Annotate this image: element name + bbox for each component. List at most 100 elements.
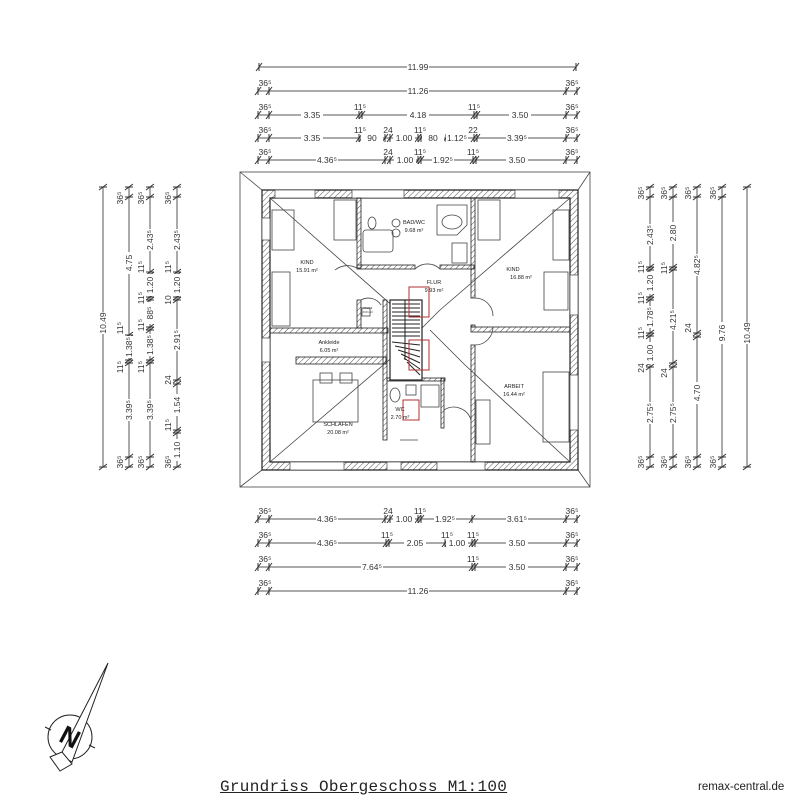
room-name: SCHLAFEN: [323, 422, 352, 428]
dimension-label: 11⁵: [163, 261, 173, 273]
dimension-label: 4.21⁵: [668, 310, 678, 330]
dimension-label: 3.39⁵: [124, 400, 134, 420]
dimension-label: 11⁵: [136, 361, 146, 373]
room-name: KIND: [506, 267, 519, 273]
dimension-label: 11⁵: [636, 327, 646, 339]
dimension-label: 11⁵: [354, 125, 366, 135]
dimension-label: 36⁵: [136, 456, 146, 469]
dimension-label: 90: [367, 133, 377, 143]
dimension-label: 11⁵: [468, 102, 480, 112]
dimension-label: 3.50: [512, 110, 529, 120]
dimension-label: 36⁵: [566, 578, 579, 588]
dimension-label: 36⁵: [683, 187, 693, 200]
dimension-label: 36⁵: [636, 456, 646, 469]
dimension-label: 3.35: [304, 133, 321, 143]
dimension-label: 36⁵: [659, 187, 669, 200]
dimension-label: 1.92⁵: [435, 514, 455, 524]
dimension-label: 36⁵: [566, 78, 579, 88]
exterior-walls: [261, 189, 579, 471]
dimension-label: 36⁵: [566, 125, 579, 135]
room-name: FLUR: [427, 280, 441, 286]
dimension-label: 24: [383, 147, 393, 157]
room-area: 20.08 m²: [327, 430, 349, 436]
dimension-label: 36⁵: [163, 192, 173, 205]
dimension-label: 11⁵: [636, 261, 646, 273]
dimension-label: 4.36⁵: [317, 514, 337, 524]
dimension-label: 11⁵: [163, 419, 173, 431]
room-area: 16.44 m²: [503, 392, 525, 398]
dimension-label: 11.26: [408, 586, 429, 596]
dimension-label: 36⁵: [259, 530, 272, 540]
dimension-label: 4.36⁵: [317, 155, 337, 165]
dimension-label: 7.64⁵: [362, 562, 382, 572]
dimension-label: 1.20: [172, 276, 182, 293]
dimension-label: 2.80: [668, 224, 678, 241]
dimension-chains: 11.9936⁵11.2636⁵36⁵3.3511⁵4.1811⁵3.5036⁵…: [98, 62, 752, 596]
dimension-label: 24: [383, 506, 393, 516]
dimension-label: 1.20: [645, 274, 655, 291]
dimension-label: 36⁵: [708, 187, 718, 200]
dimension-label: 11⁵: [115, 361, 125, 373]
dimension-label: 1.78⁵: [645, 307, 655, 327]
dimension-label: 11⁵: [467, 554, 479, 564]
dimension-label: 11⁵: [136, 292, 146, 304]
dimension-label: 11⁵: [136, 319, 146, 331]
dimension-label: 36⁵: [566, 147, 579, 157]
dimension-label: 2.91⁵: [172, 330, 182, 350]
dimension-label: 36⁵: [566, 530, 579, 540]
dimension-label: 4.75: [124, 254, 134, 271]
dimension-label: 11.99: [408, 62, 429, 72]
room-name: BAD/WC: [403, 220, 425, 226]
dimension-label: 36⁵: [259, 78, 272, 88]
room-name: KIND: [300, 260, 313, 266]
dimension-label: 36⁵: [708, 456, 718, 469]
dimension-label: 11⁵: [115, 322, 125, 334]
dimension-label: 1.00: [396, 514, 413, 524]
dimension-label: 36⁵: [259, 147, 272, 157]
dimension-label: 10.49: [98, 312, 108, 334]
interior-walls: [269, 197, 571, 463]
room-area: 15.91 m²: [296, 268, 318, 274]
dimension-label: 3.50: [509, 155, 526, 165]
dimension-label: 11⁵: [414, 506, 426, 516]
dimension-label: 36⁵: [163, 456, 173, 469]
plan-title: Grundriss Obergeschoss M1:100: [220, 778, 508, 796]
dimension-label: 2.05: [407, 538, 424, 548]
dimension-label: 11⁵: [136, 261, 146, 273]
dimension-label: 3.39⁵: [507, 133, 527, 143]
north-arrow-icon: N: [44, 662, 109, 772]
website-credit: remax-central.de: [698, 781, 785, 793]
dimension-label: 36⁵: [259, 125, 272, 135]
dimension-label: 11⁵: [414, 125, 426, 135]
dimension-label: 3.35: [304, 110, 321, 120]
roof-outline: [239, 171, 591, 488]
dimension-label: 36⁵: [566, 554, 579, 564]
room-name: Abstell.: [363, 306, 373, 310]
room-area: 2.70 m²: [391, 415, 410, 421]
room-area: 0.61 m²: [363, 310, 373, 314]
dimension-label: 11⁵: [467, 147, 479, 157]
dimension-label: 10: [163, 295, 173, 305]
dimension-label: 1.38⁵: [124, 337, 134, 357]
dimension-label: 36⁵: [259, 554, 272, 564]
dimension-label: 1.38⁵: [145, 335, 155, 355]
dimension-label: 2.75⁵: [645, 403, 655, 423]
dimension-label: 11⁵: [659, 262, 669, 274]
dimension-label: 24: [383, 125, 393, 135]
dimension-label: 36⁵: [683, 456, 693, 469]
dimension-label: 3.50: [509, 538, 526, 548]
dimension-label: 1.00: [449, 538, 466, 548]
dimension-label: 11⁵: [354, 102, 366, 112]
room-name: WC: [395, 407, 404, 413]
dimension-label: 36⁵: [659, 456, 669, 469]
room-name: Ankleide: [318, 340, 339, 346]
dimension-label: 11⁵: [467, 530, 479, 540]
room-area: 9.93 m²: [425, 288, 444, 294]
dimension-label: 36⁵: [636, 187, 646, 200]
room-area: 6.05 m²: [320, 348, 339, 354]
dimension-label: 4.36⁵: [317, 538, 337, 548]
dimension-label: 2.43⁵: [645, 225, 655, 245]
dimension-label: 11⁵: [414, 147, 426, 157]
